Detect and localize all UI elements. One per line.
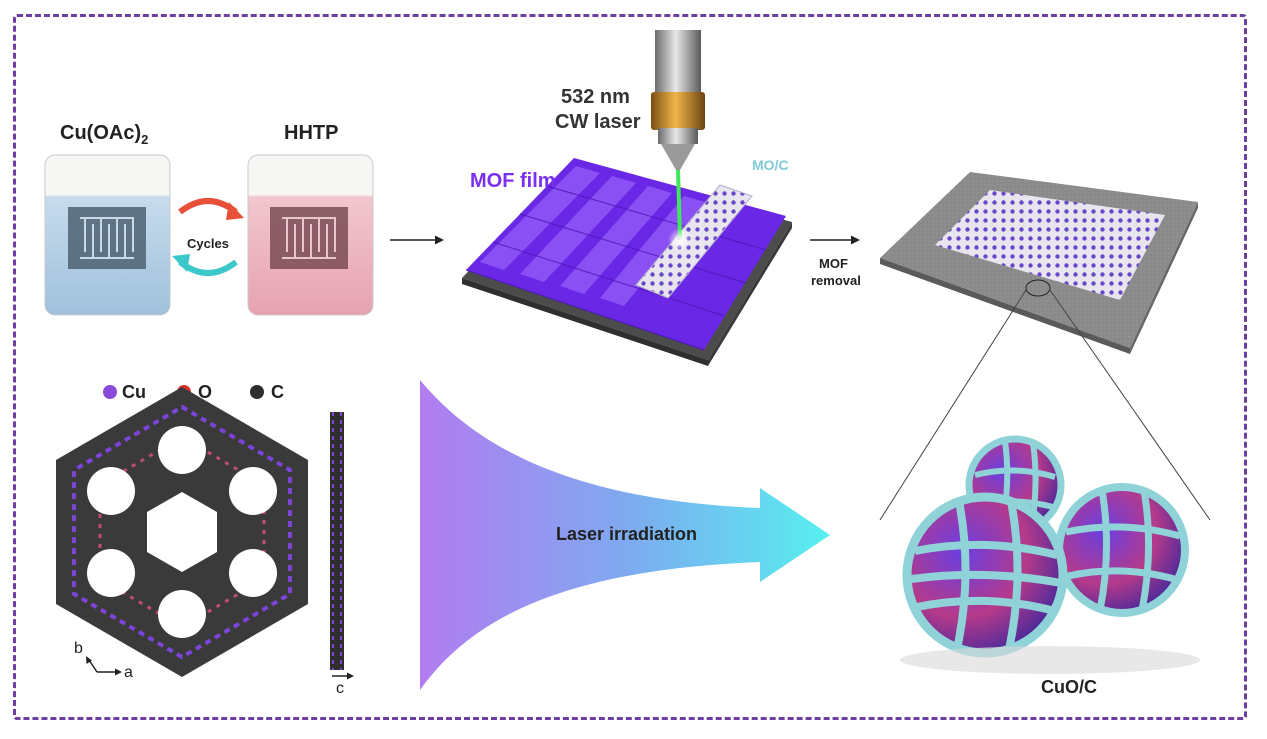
axis-c-label: c [336, 680, 344, 697]
axis-c-indicator [332, 672, 354, 680]
laser-irradiation-arrow [420, 380, 830, 690]
mof-removal-label-2: removal [811, 273, 861, 288]
legend-o-label: O [198, 382, 213, 402]
hhtp-label: HHTP [284, 122, 339, 144]
cycles-label: Cycles [187, 236, 229, 251]
laser-wavelength-label: 532 nm [561, 86, 630, 108]
legend-cu-label: Cu [122, 382, 146, 402]
laser-irradiation-label: Laser irradiation [556, 524, 698, 544]
legend-c-label: C [271, 382, 284, 402]
product-label: CuO/C [1041, 677, 1097, 697]
axis-a-label: a [124, 664, 133, 681]
cu-oac2-text: Cu(OAc) [60, 122, 142, 144]
hhtp-jar [247, 154, 374, 316]
mof-removal-label-1: MOF [819, 256, 848, 271]
step-arrow-2 [810, 235, 860, 245]
step-arrow-1 [390, 235, 444, 245]
laser-type-label: CW laser [555, 111, 641, 133]
laser-beam [668, 169, 692, 252]
dashed-frame [13, 14, 1247, 720]
cu-oac2-label: Cu(OAc)2 [60, 122, 148, 147]
axis-b-label: b [74, 640, 83, 657]
cu-oac2-subscript: 2 [141, 132, 149, 147]
cu-oac2-jar [44, 154, 171, 316]
axis-ba-indicator [86, 656, 122, 676]
mof-crystal-structure [56, 387, 344, 677]
laser-head [651, 30, 705, 170]
substrate-with-product [879, 172, 1211, 521]
mof-film-label: MOF film [470, 170, 556, 192]
cycle-arrows [172, 198, 244, 276]
cuo-c-spheres [900, 435, 1200, 674]
mo-c-label: MO/C [752, 157, 789, 173]
